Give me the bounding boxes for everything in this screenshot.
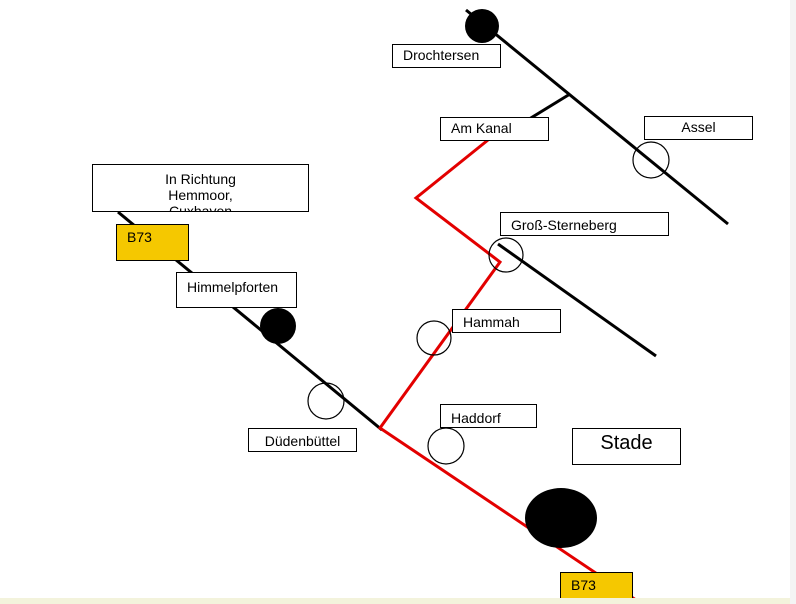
open-circle-icon (488, 237, 524, 273)
label-assel: Assel (644, 116, 753, 140)
label-hammah: Hammah (452, 309, 561, 333)
filled-circle-icon (260, 308, 296, 344)
label-haddorf: Haddorf (440, 404, 537, 428)
label-duedenbuettel: Düdenbüttel (248, 428, 357, 452)
label-gross-sterneberg: Groß-Sterneberg (500, 212, 669, 236)
right-edge-strip (790, 0, 796, 604)
label-himmelpforten: Himmelpforten (176, 272, 297, 308)
filled-ellipse-icon (525, 488, 597, 548)
bottom-edge-strip (0, 598, 796, 604)
road-badge-b73-top: B73 (116, 224, 189, 261)
label-hemmoor: In Richtung Hemmoor, Cuxhaven (92, 164, 309, 212)
label-am-kanal: Am Kanal (440, 117, 549, 141)
rail-line-drochtersen-assel (465, 8, 729, 226)
label-drochtersen: Drochtersen (392, 44, 501, 68)
open-circle-icon (416, 320, 452, 356)
label-stade: Stade (572, 428, 681, 465)
filled-circle-icon (465, 9, 499, 43)
open-circle-icon (632, 141, 670, 179)
open-circle-icon (307, 382, 345, 420)
rail-line-gross-sterneberg (497, 242, 657, 358)
open-circle-icon (427, 427, 465, 465)
red-route (377, 138, 637, 602)
